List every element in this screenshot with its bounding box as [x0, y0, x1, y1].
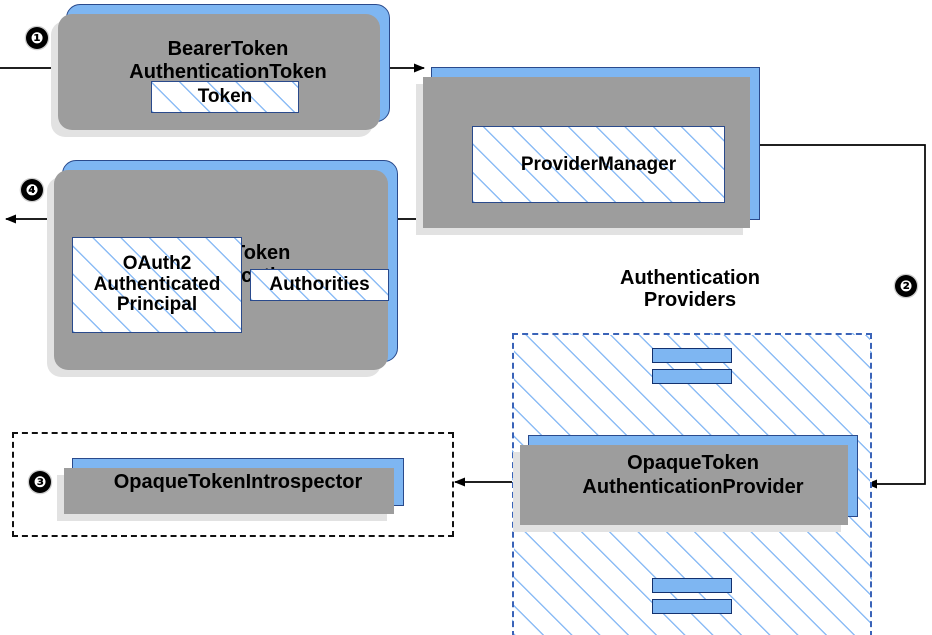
step-badge-2: ❷ — [895, 275, 917, 297]
oauth2-authenticated-principal-line3: Principal — [116, 294, 198, 316]
authentication-providers-caption-line1: Authentication — [620, 267, 760, 289]
authorities-label: Authorities — [269, 274, 370, 295]
step-badge-1: ❶ — [26, 27, 48, 49]
node-bearer-token-authentication-token[interactable]: BearerToken AuthenticationToken Token — [51, 4, 390, 137]
node-authentication-manager[interactable]: AuthenticationManager ProviderManager — [416, 67, 760, 235]
step-badge-2-label: ❷ — [899, 277, 913, 295]
step-badge-4: ❹ — [21, 179, 43, 201]
provider-stack-bar-top-1 — [652, 348, 732, 363]
node-opaque-token-introspector[interactable]: OpaqueTokenIntrospector — [57, 458, 404, 521]
step-badge-1-label: ❶ — [30, 29, 44, 47]
node-provider-manager[interactable]: ProviderManager — [472, 126, 725, 203]
authentication-providers-caption-line2: Providers — [643, 289, 737, 312]
oauth2-authenticated-principal-line1: OAuth2 — [122, 252, 192, 274]
node-token[interactable]: Token — [151, 81, 299, 113]
opaque-token-authentication-provider-line1: OpaqueToken — [627, 452, 759, 475]
provider-manager-label: ProviderManager — [520, 153, 677, 175]
opaque-token-authentication-provider-line2: AuthenticationProvider — [582, 476, 804, 498]
step-badge-4-label: ❹ — [25, 181, 39, 199]
node-opaque-token-authentication-provider[interactable]: OpaqueToken AuthenticationProvider — [513, 435, 858, 532]
provider-stack-bar-top-2 — [652, 369, 732, 384]
step-badge-3-label: ❸ — [33, 473, 47, 491]
step-badge-3: ❸ — [29, 471, 51, 493]
oauth2-authenticated-principal-line2: Authenticated — [93, 273, 221, 295]
bearer-token-authentication-token-title-line1: BearerToken — [167, 38, 289, 60]
node-oauth2-authenticated-principal[interactable]: OAuth2 Authenticated Principal — [72, 237, 242, 333]
node-bearer-token-authentication[interactable]: BearerToken Authentication OAuth2 Authen… — [47, 160, 398, 377]
bearer-token-authentication-token-title-line2: AuthenticationToken — [129, 61, 327, 83]
opaque-token-introspector-label: OpaqueTokenIntrospector — [113, 470, 363, 493]
introspector-group — [12, 432, 454, 537]
token-label: Token — [197, 86, 253, 107]
provider-stack-bar-bottom-1 — [652, 578, 732, 593]
node-authorities[interactable]: Authorities — [250, 269, 389, 301]
authentication-providers-caption: Authentication Providers — [568, 267, 812, 312]
provider-stack-bar-bottom-2 — [652, 599, 732, 614]
